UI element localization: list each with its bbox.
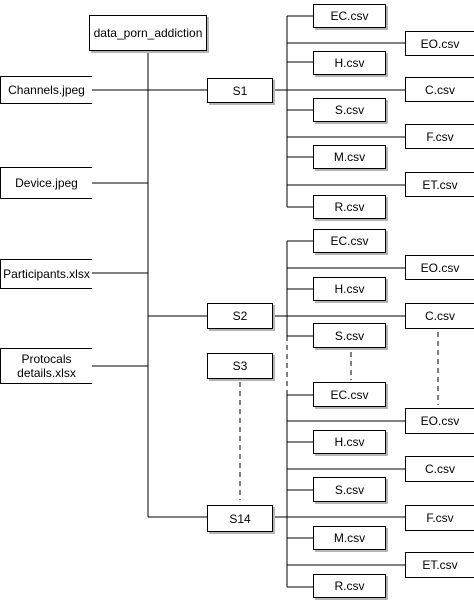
channels-file-node: Channels.jpeg (0, 76, 92, 104)
s1-et-file: ET.csv (405, 172, 474, 197)
s1-s-file: S.csv (313, 98, 386, 122)
s14-c-file: C.csv (405, 456, 474, 482)
s2-h-file: H.csv (313, 277, 386, 301)
s1-eo-file: EO.csv (405, 31, 474, 56)
s14-s-file: S.csv (313, 477, 386, 502)
s14-m-file: M.csv (313, 526, 386, 550)
s1-m-file: M.csv (313, 145, 386, 169)
s14-et-file: ET.csv (405, 552, 474, 578)
session-s3-node: S3 (207, 353, 273, 379)
s2-ec-file: EC.csv (313, 229, 386, 253)
s1-c-file: C.csv (405, 77, 474, 102)
s1-h-file: H.csv (313, 51, 386, 75)
session-s2-node: S2 (207, 303, 273, 329)
device-file-node: Device.jpeg (0, 167, 92, 199)
root-folder-node: data_porn_addiction (89, 15, 207, 51)
s14-h-file: H.csv (313, 430, 386, 454)
session-s14-node: S14 (207, 505, 273, 532)
s2-s-file: S.csv (313, 323, 386, 348)
s14-ec-file: EC.csv (313, 382, 386, 407)
participants-file-node: Participants.xlsx (0, 259, 92, 289)
protocols-file-node: Protocals details.xlsx (0, 348, 92, 384)
s1-ec-file: EC.csv (313, 4, 386, 28)
session-s1-node: S1 (207, 78, 273, 103)
s14-eo-file: EO.csv (405, 408, 474, 434)
s2-c-file: C.csv (405, 303, 474, 329)
s2-eo-file: EO.csv (405, 255, 474, 280)
s1-r-file: R.csv (313, 195, 386, 219)
s14-r-file: R.csv (313, 574, 386, 598)
s14-f-file: F.csv (405, 505, 474, 531)
s1-f-file: F.csv (405, 124, 474, 149)
